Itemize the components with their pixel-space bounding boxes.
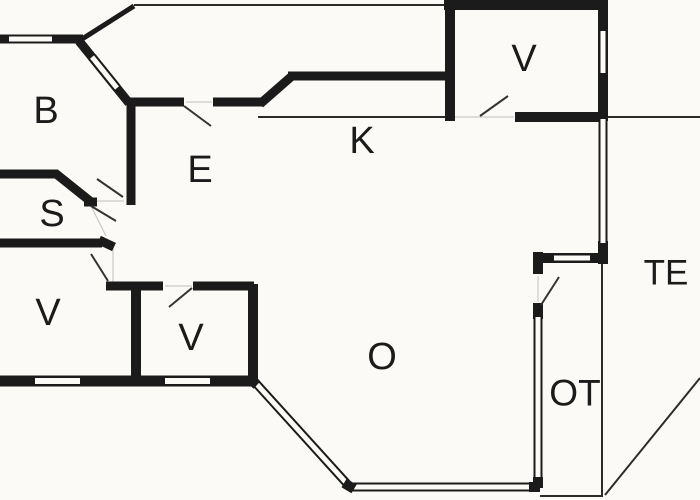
room-label-s: S <box>39 193 64 235</box>
room-label-v-top: V <box>511 38 537 80</box>
room-label-v-center: V <box>178 317 204 359</box>
room-label-ot: OT <box>549 373 600 414</box>
room-label-k: K <box>349 120 374 162</box>
wall-segment <box>77 3 136 44</box>
window-glass <box>251 378 352 489</box>
door-leaf <box>90 253 109 282</box>
room-label-b: B <box>33 90 58 132</box>
room-label-e: E <box>187 149 212 191</box>
room-label-te: TE <box>644 254 689 293</box>
room-label-o: O <box>367 336 397 378</box>
door-leaf <box>479 95 509 117</box>
wall-segment <box>97 235 116 252</box>
door-threshold-line <box>89 203 107 237</box>
door-leaf <box>540 276 560 306</box>
wall-nub <box>341 478 357 494</box>
wall-nub <box>245 374 261 389</box>
wall-segment <box>52 169 93 205</box>
window-glass <box>90 55 119 90</box>
door-leaf <box>168 287 193 308</box>
room-label-v-left: V <box>35 292 61 334</box>
wall-segment <box>257 72 295 108</box>
boundary-line <box>604 377 700 496</box>
door-leaf <box>183 105 212 127</box>
door-leaf <box>90 205 117 222</box>
door-leaf <box>96 178 124 198</box>
